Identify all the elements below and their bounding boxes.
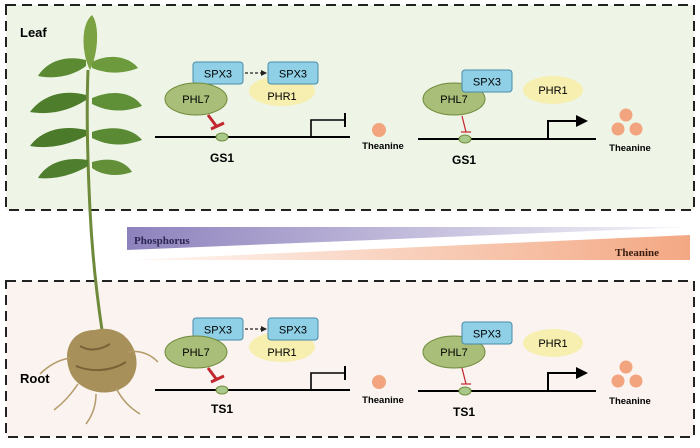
- phr1-label: PHR1: [538, 338, 567, 350]
- transcription-start: [310, 372, 345, 390]
- phl7-label: PHL7: [182, 347, 210, 359]
- spx3-box: [461, 69, 513, 93]
- gene-label: TS1: [211, 402, 233, 416]
- tea-plant-illustration: [30, 15, 159, 425]
- phosphorus-label: Phosphorus: [134, 235, 190, 247]
- phr1-label: PHR1: [538, 85, 567, 97]
- promoter-site: [215, 132, 229, 142]
- phr1-ellipse: [523, 329, 583, 357]
- repression-bar: [210, 121, 225, 131]
- spx3-box: [461, 321, 513, 345]
- promoter-site: [458, 386, 472, 396]
- phl7-label: PHL7: [440, 347, 468, 359]
- theanine-molecule: [629, 374, 643, 388]
- phl7-ellipse: [164, 82, 228, 116]
- theanine-molecule: [372, 123, 386, 137]
- phosphorus-gradient: [127, 227, 690, 250]
- spx3-label: SPX3: [204, 325, 232, 337]
- theanine-gradient-label: Theanine: [615, 247, 659, 259]
- phl7-label: PHL7: [440, 94, 468, 106]
- phr1-label: PHR1: [267, 347, 296, 359]
- phl7-ellipse: [164, 335, 228, 369]
- theanine-label: Theanine: [609, 396, 651, 407]
- theanine-label: Theanine: [362, 141, 404, 152]
- gene-label: GS1: [452, 153, 476, 167]
- phr1-label: PHR1: [267, 91, 296, 103]
- root-module-active: PHL7 SPX3 PHR1 TS1 Theanine: [418, 321, 651, 419]
- phl7-label: PHL7: [182, 94, 210, 106]
- weak-repression-line: [461, 367, 467, 385]
- root-label: Root: [20, 371, 50, 386]
- theanine-label: Theanine: [609, 143, 651, 154]
- spx3-box: [267, 61, 319, 85]
- theanine-molecule: [619, 360, 633, 374]
- theanine-label: Theanine: [362, 395, 404, 406]
- spx3-label: SPX3: [279, 325, 307, 337]
- gene-label: GS1: [210, 151, 234, 165]
- weak-repression-line: [461, 115, 467, 133]
- transcription-start: [310, 119, 345, 137]
- theanine-molecule: [611, 122, 625, 136]
- theanine-molecule: [629, 122, 643, 136]
- gene-label: TS1: [453, 405, 475, 419]
- spx3-label: SPX3: [473, 329, 501, 341]
- repression-bar: [210, 374, 225, 384]
- spx3-box: [192, 317, 244, 341]
- root-module-repressed: SPX3 PHR1 SPX3 PHL7 TS1 Theanine: [155, 317, 404, 416]
- theanine-molecule: [611, 374, 625, 388]
- transcription-arrow: [547, 367, 588, 391]
- spx3-label: SPX3: [204, 69, 232, 81]
- theanine-gradient: [127, 235, 690, 260]
- repression-line: [206, 114, 219, 128]
- promoter-site: [215, 385, 229, 395]
- phr1-ellipse: [523, 76, 583, 104]
- repression-line: [206, 367, 219, 381]
- leaf-label: Leaf: [20, 25, 47, 40]
- spx3-box: [267, 317, 319, 341]
- theanine-molecule: [372, 375, 386, 389]
- theanine-molecule: [619, 108, 633, 122]
- leaf-module-repressed: SPX3 PHR1 SPX3 PHL7 GS1 Theanine: [155, 61, 404, 165]
- spx3-box: [192, 61, 244, 85]
- leaf-module-active: PHL7 SPX3 PHR1 GS1 Theanine: [418, 69, 651, 167]
- spx3-label: SPX3: [279, 69, 307, 81]
- promoter-site: [458, 134, 472, 144]
- transcription-arrow: [547, 115, 588, 139]
- spx3-label: SPX3: [473, 77, 501, 89]
